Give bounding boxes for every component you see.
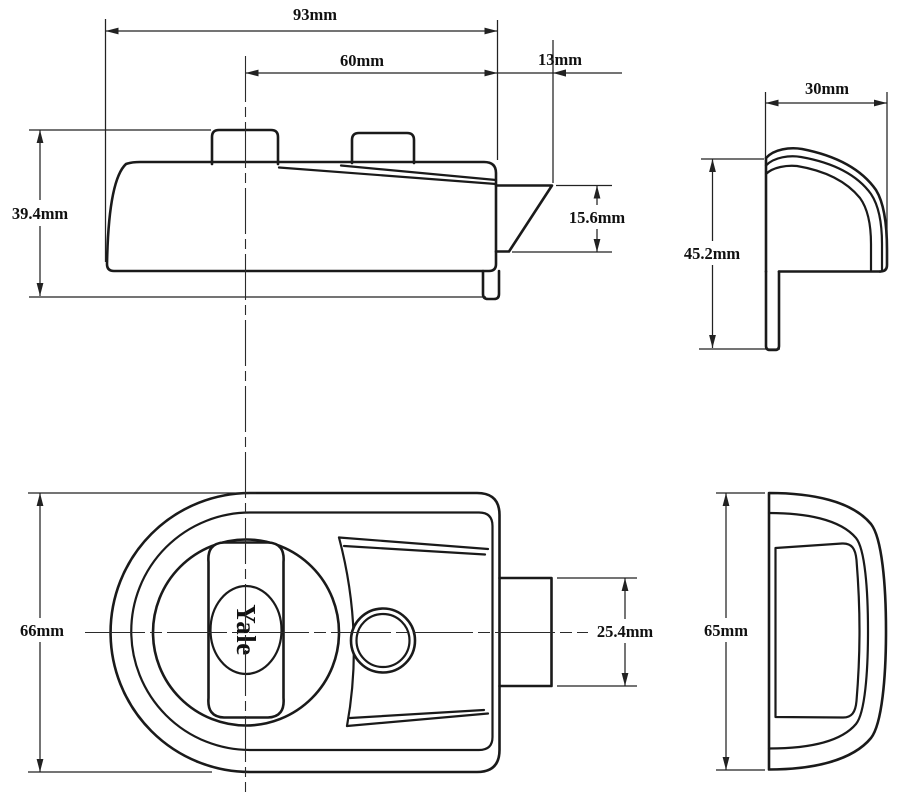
- dim-overall-height-front: 66mm: [20, 492, 256, 773]
- front-case-outer: [109, 491, 501, 774]
- dim-overall-height-side: 39.4mm: [12, 129, 486, 298]
- snib-button-inner: [355, 612, 411, 669]
- dim-label-overall-height-end: 45.2mm: [684, 244, 741, 263]
- dim-label-cylinder-height: 25.4mm: [597, 622, 654, 641]
- profile-outer: [767, 491, 888, 771]
- dim-label-depth: 30mm: [805, 79, 849, 98]
- dim-overall-height-end: 45.2mm: [684, 158, 780, 350]
- chamfer-line-upper: [339, 164, 498, 182]
- front-view-dimensions: 66mm 25.4mm: [20, 492, 654, 773]
- dim-label-overall-height-side: 39.4mm: [12, 204, 69, 223]
- dim-label-latch-projection: 13mm: [538, 50, 582, 69]
- front-case-inner: [130, 511, 494, 752]
- centerlines: [85, 56, 588, 792]
- lock-body-side-outline: [105, 160, 498, 273]
- side-view-dimensions: 93mm 60mm 13mm 39.4mm 15.6mm: [12, 5, 626, 298]
- case-waist-top-2: [342, 544, 487, 556]
- dim-backset: 60mm: [245, 51, 498, 77]
- profile-mid: [767, 511, 870, 750]
- end-body-inner-curve: [764, 164, 873, 272]
- dim-latch-projection: 13mm: [497, 40, 622, 183]
- end-view: [764, 146, 889, 352]
- profile-inner-panel: [774, 542, 861, 719]
- dim-label-backset: 60mm: [340, 51, 384, 70]
- dim-label-latch-height: 15.6mm: [569, 208, 626, 227]
- end-mounting-strip: [764, 270, 781, 352]
- dim-cylinder-height: 25.4mm: [557, 577, 654, 687]
- knob-bump-right: [350, 131, 416, 165]
- case-waist-bottom-2: [348, 708, 486, 720]
- dim-label-overall-height-front: 66mm: [20, 621, 64, 640]
- side-view: [105, 128, 554, 301]
- dim-label-overall-width: 93mm: [293, 5, 337, 24]
- dim-overall-height-profile: 65mm: [704, 492, 765, 771]
- latch-bolt: [494, 184, 554, 253]
- mounting-foot: [481, 269, 501, 301]
- dim-latch-height: 15.6mm: [512, 184, 626, 253]
- end-body-mid-curve: [764, 155, 884, 272]
- profile-view-dimensions: 65mm: [704, 492, 765, 771]
- case-waist-bottom-1: [345, 712, 490, 728]
- profile-view: [767, 491, 888, 771]
- dim-label-overall-height-profile: 65mm: [704, 621, 748, 640]
- dim-depth: 30mm: [764, 79, 888, 268]
- end-view-dimensions: 30mm 45.2mm: [684, 79, 888, 350]
- arrow-left: [553, 69, 566, 77]
- case-waist-top-1: [337, 536, 490, 551]
- snib-button-outer: [349, 607, 417, 674]
- chamfer-line-lower: [277, 166, 498, 186]
- dim-overall-width: 93mm: [104, 5, 499, 262]
